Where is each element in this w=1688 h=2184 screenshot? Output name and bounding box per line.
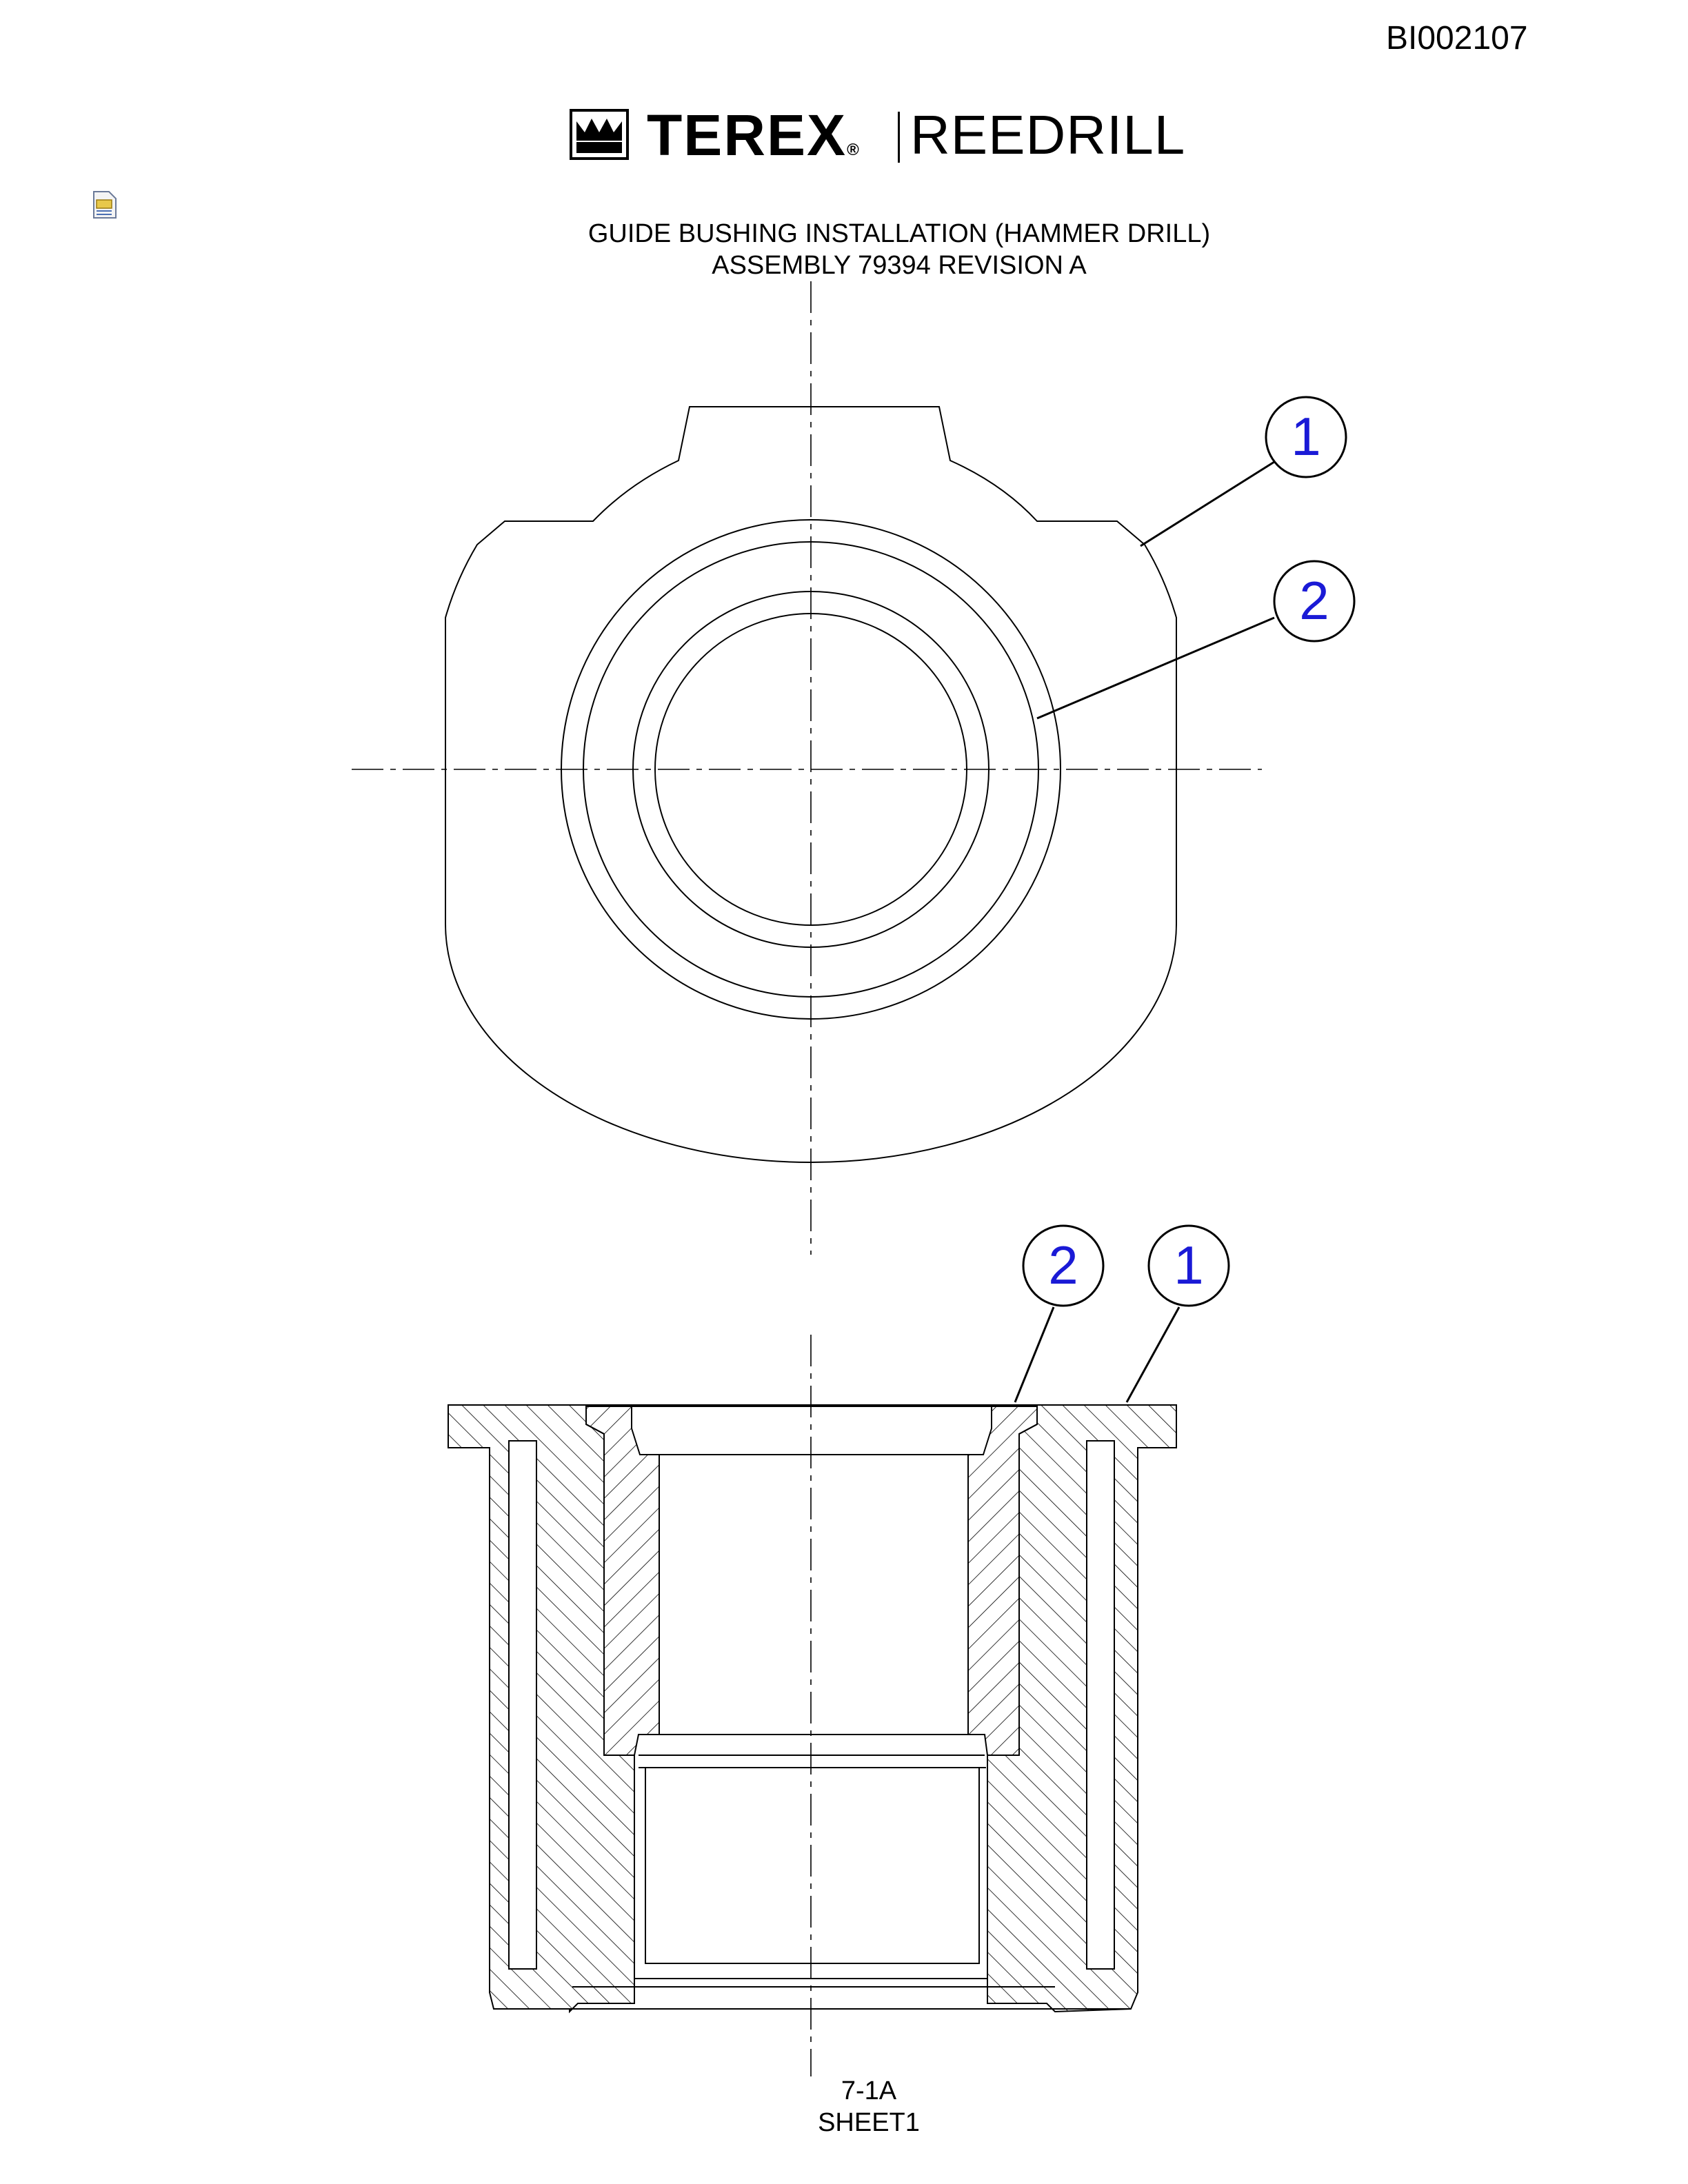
bushing-inner bbox=[654, 613, 967, 926]
center-lines bbox=[352, 281, 1262, 1255]
svg-text:1: 1 bbox=[1291, 406, 1320, 467]
balloon-2-top[interactable]: 2 bbox=[1273, 560, 1356, 643]
housing-slot-right bbox=[1086, 1440, 1115, 1970]
svg-text:2: 2 bbox=[1048, 1235, 1078, 1295]
logo-product: REEDRILL bbox=[910, 104, 1186, 165]
page-number: 7-1A bbox=[841, 2076, 897, 2105]
drawing-title: GUIDE BUSHING INSTALLATION (HAMMER DRILL… bbox=[587, 219, 1211, 248]
svg-text:2: 2 bbox=[1299, 570, 1329, 631]
bushing-outer bbox=[632, 591, 989, 948]
bore-lines bbox=[494, 1406, 1131, 2010]
crown-logo-icon bbox=[570, 109, 629, 160]
top-view bbox=[352, 281, 1275, 1255]
document-id: BI002107 bbox=[1386, 20, 1528, 57]
bushing-right bbox=[967, 1406, 1038, 1756]
assembly-revision: ASSEMBLY 79394 REVISION A bbox=[712, 251, 1087, 280]
logo-separator bbox=[898, 112, 900, 163]
balloon-2-section[interactable]: 2 bbox=[1022, 1224, 1105, 1307]
balloon-1-top[interactable]: 1 bbox=[1265, 396, 1347, 478]
leader-2-top bbox=[1036, 616, 1275, 720]
housing-bore-inner bbox=[583, 541, 1039, 998]
attachment-file-icon[interactable] bbox=[91, 190, 119, 219]
housing-slot-left bbox=[508, 1440, 537, 1970]
leader-2-section bbox=[1014, 1306, 1055, 1403]
leader-1-top bbox=[1140, 461, 1275, 547]
leader-1-section bbox=[1125, 1306, 1180, 1403]
company-logo: TEREX® REEDRILL bbox=[570, 103, 1190, 174]
logo-brand: TEREX® bbox=[647, 103, 861, 168]
section-view bbox=[448, 1306, 1180, 2076]
sheet-label: SHEET1 bbox=[818, 2108, 920, 2137]
bushing-left bbox=[585, 1406, 660, 1756]
housing-outline bbox=[445, 406, 1177, 1163]
balloon-1-section[interactable]: 1 bbox=[1147, 1224, 1230, 1307]
svg-text:1: 1 bbox=[1174, 1235, 1203, 1295]
housing-bore-outer bbox=[561, 519, 1061, 1020]
